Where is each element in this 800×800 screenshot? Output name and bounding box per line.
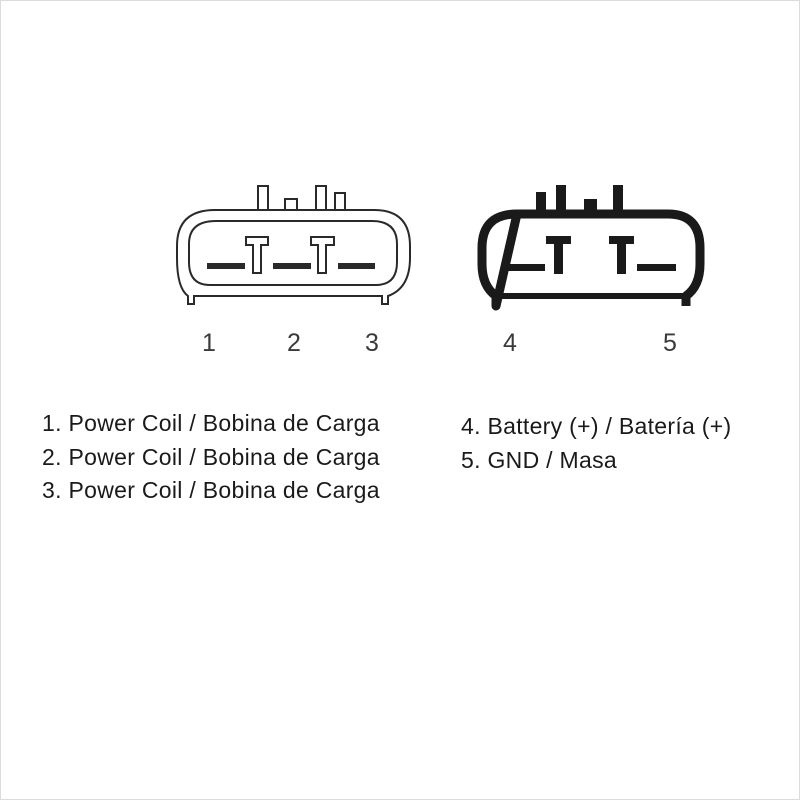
legend-item-pin-4: 4. Battery (+) / Batería (+): [461, 413, 732, 439]
connector-inner-wall: [188, 220, 398, 286]
legend-item-pin-2: 2. Power Coil / Bobina de Carga: [42, 443, 380, 470]
pin-number-5: 5: [663, 329, 677, 357]
pin-legend-right: 4. Battery (+) / Batería (+) 5. GND / Ma…: [461, 410, 731, 477]
latch-tab: [536, 192, 546, 214]
legend-item-pin-3: 3. Power Coil / Bobina de Carga: [42, 477, 380, 503]
terminal-bar: [507, 264, 545, 271]
terminal-blade: [245, 236, 269, 274]
terminal-blade: [310, 236, 335, 274]
terminal-blade: [609, 236, 634, 274]
latch-tab: [315, 185, 327, 213]
pin-number-3: 3: [365, 329, 379, 357]
latch-tab: [613, 185, 623, 214]
terminal-bar: [338, 263, 375, 269]
pin-number-2: 2: [287, 329, 301, 357]
terminal-blades: [507, 236, 676, 274]
connector-housing: [176, 209, 411, 305]
connector-housing: [477, 209, 705, 311]
terminal-bars: [207, 263, 375, 269]
latch-tab: [556, 185, 566, 214]
legend-item-pin-1: 1. Power Coil / Bobina de Carga: [42, 410, 380, 436]
pin-number-1: 1: [202, 329, 216, 357]
latch-tab: [257, 185, 269, 213]
terminal-bar: [207, 263, 245, 269]
pin-legend-left: 1. Power Coil / Bobina de Carga 2. Power…: [42, 407, 380, 508]
legend-item-pin-5: 5. GND / Masa: [461, 446, 617, 473]
connector-3pin: [176, 185, 411, 305]
pin-number-4: 4: [503, 329, 517, 357]
terminal-bar: [273, 263, 311, 269]
terminal-blade: [546, 236, 571, 274]
terminal-bar: [637, 264, 676, 271]
